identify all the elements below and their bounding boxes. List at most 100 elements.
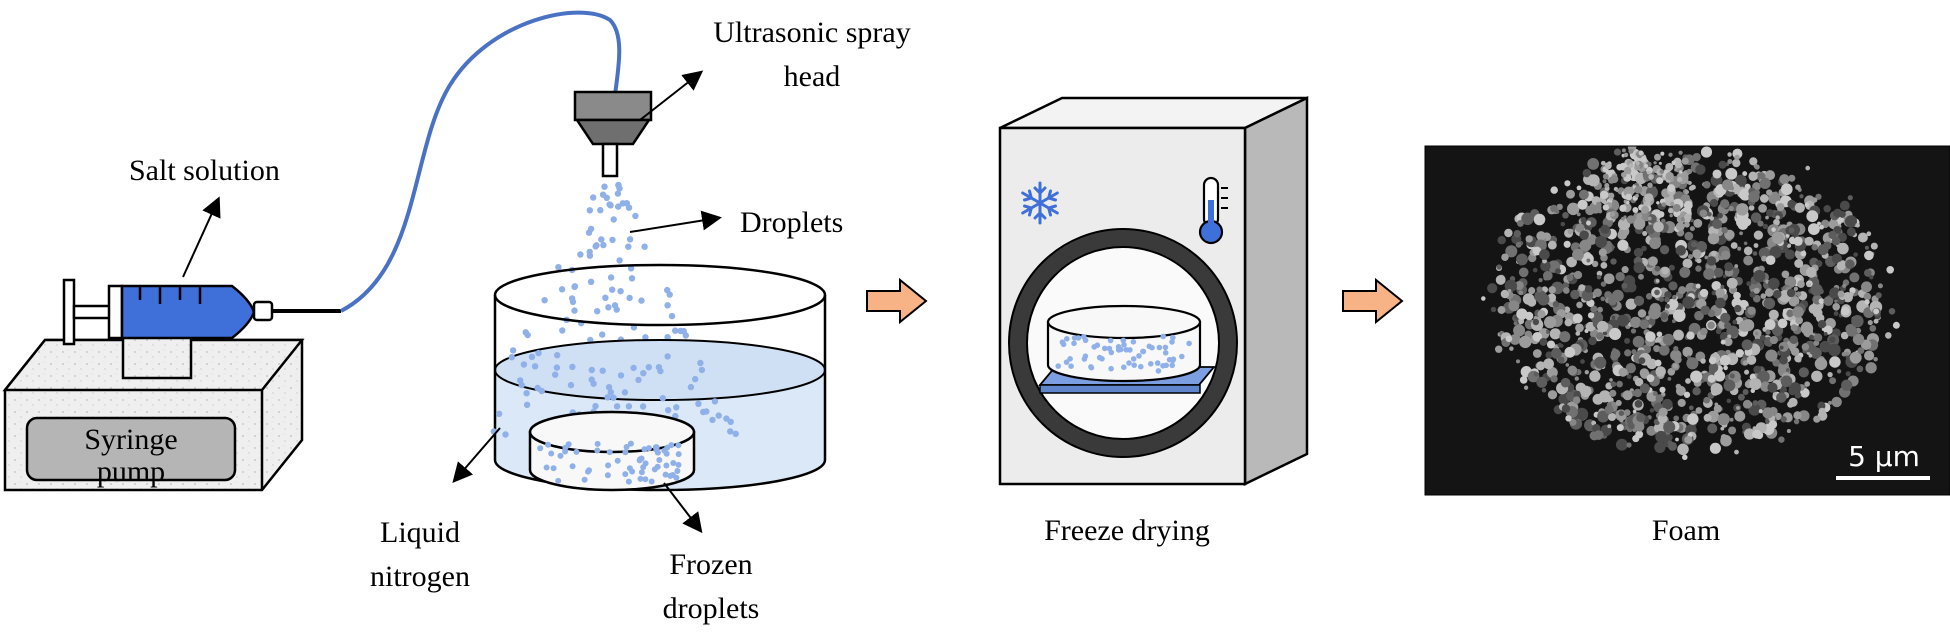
foam-grain [1707, 211, 1712, 217]
foam-grain [1823, 331, 1828, 336]
foam-grain [1664, 291, 1672, 299]
foam-grain [1626, 200, 1630, 205]
foam-grain [1647, 214, 1657, 224]
liquid-nitrogen-arrow [452, 427, 501, 484]
foam-grain [1831, 396, 1842, 408]
foam-grain [1785, 234, 1790, 238]
foam-grain [1840, 306, 1850, 316]
foam-grain [1664, 296, 1670, 303]
foam-grain [1686, 180, 1691, 185]
droplet [617, 372, 625, 379]
foam-grain [1577, 199, 1588, 210]
foam-grain [1798, 367, 1809, 378]
frozen-droplet [605, 462, 612, 469]
frozen-droplet [622, 471, 629, 478]
foam-grain [1600, 224, 1610, 234]
foam-grain [1575, 323, 1584, 333]
frozen-droplet [555, 477, 562, 484]
foam-grain [1860, 339, 1872, 351]
freeze-dryer [998, 96, 1309, 486]
foam-grain [1769, 246, 1782, 259]
sem-foam-image [1425, 146, 1950, 495]
foam-grain [1581, 289, 1594, 302]
foam-grain [1610, 381, 1617, 387]
foam-grain [1648, 256, 1658, 267]
droplet [554, 352, 561, 359]
foam-grain [1852, 333, 1865, 346]
foam-grain [1575, 223, 1585, 233]
droplet [558, 286, 566, 293]
foam-grain [1864, 350, 1875, 361]
foam-grain [1828, 336, 1836, 344]
droplet [568, 295, 576, 302]
dried-droplet [1121, 364, 1127, 371]
foam-grain [1712, 219, 1723, 230]
frozen-droplet [640, 464, 647, 471]
foam-grain [1539, 337, 1548, 346]
foam-grain [1729, 373, 1735, 379]
foam-grain [1776, 392, 1787, 403]
foam-grain [1773, 289, 1782, 299]
dried-droplet [1138, 363, 1144, 370]
foam-grain [1748, 171, 1758, 181]
frozen-droplet [656, 457, 663, 463]
foam-grain [1537, 310, 1546, 319]
foam-grain [1721, 226, 1728, 234]
foam-grain [1672, 294, 1677, 300]
foam-grain [1573, 390, 1582, 399]
foam-grain [1687, 413, 1699, 425]
foam-grain [1593, 430, 1604, 440]
foam-grain [1773, 218, 1780, 226]
frozen-droplet [626, 465, 633, 472]
droplet [732, 430, 739, 437]
foam-grain [1609, 389, 1617, 397]
foam-grain [1814, 357, 1828, 371]
foam-grain [1542, 258, 1547, 264]
foam-grain [1794, 354, 1802, 363]
foam-grain [1675, 437, 1679, 442]
foam-grain [1772, 391, 1778, 397]
foam-grain [1667, 377, 1672, 381]
foam-grain [1621, 266, 1629, 274]
foam-grain [1624, 337, 1631, 344]
droplet [610, 216, 617, 223]
foam-grain [1543, 358, 1554, 370]
foam-grain [1687, 254, 1694, 260]
foam-grain [1666, 298, 1679, 311]
foam-grain [1692, 387, 1701, 396]
droplet [630, 364, 637, 372]
foam-grain [1562, 282, 1570, 289]
foam-grain [1793, 418, 1800, 425]
foam-grain [1584, 285, 1593, 293]
foam-grain [1673, 309, 1686, 322]
foam-grain [1674, 161, 1683, 169]
spray-head-label-2: head [784, 60, 841, 93]
foam-grain [1634, 164, 1640, 171]
foam-grain [1754, 331, 1759, 336]
foam-grain [1779, 174, 1790, 185]
foam-grain [1669, 283, 1677, 291]
foam-grain [1684, 435, 1693, 444]
foam-grain [1623, 166, 1632, 175]
foam-grain [1777, 318, 1788, 329]
foam-grain [1574, 376, 1580, 381]
foam-grain [1532, 331, 1543, 342]
frozen-droplet [537, 445, 544, 452]
foam-grain [1513, 324, 1526, 337]
droplet [632, 212, 639, 220]
foam-grain [1869, 325, 1877, 332]
foam-grain [1611, 315, 1616, 320]
foam-grain [1543, 275, 1549, 281]
foam-grain [1659, 169, 1665, 174]
foam-grain [1765, 170, 1776, 181]
foam-grain [1695, 407, 1703, 414]
foam-grain [1548, 286, 1556, 294]
foam-grain [1521, 212, 1534, 226]
foam-grain [1792, 306, 1804, 318]
foam-grain [1856, 365, 1864, 373]
foam-grain [1695, 164, 1706, 175]
foam-grain [1563, 240, 1571, 248]
frozen-droplet [638, 455, 645, 462]
frozen-droplet [581, 476, 588, 483]
foam-grain [1497, 306, 1506, 314]
